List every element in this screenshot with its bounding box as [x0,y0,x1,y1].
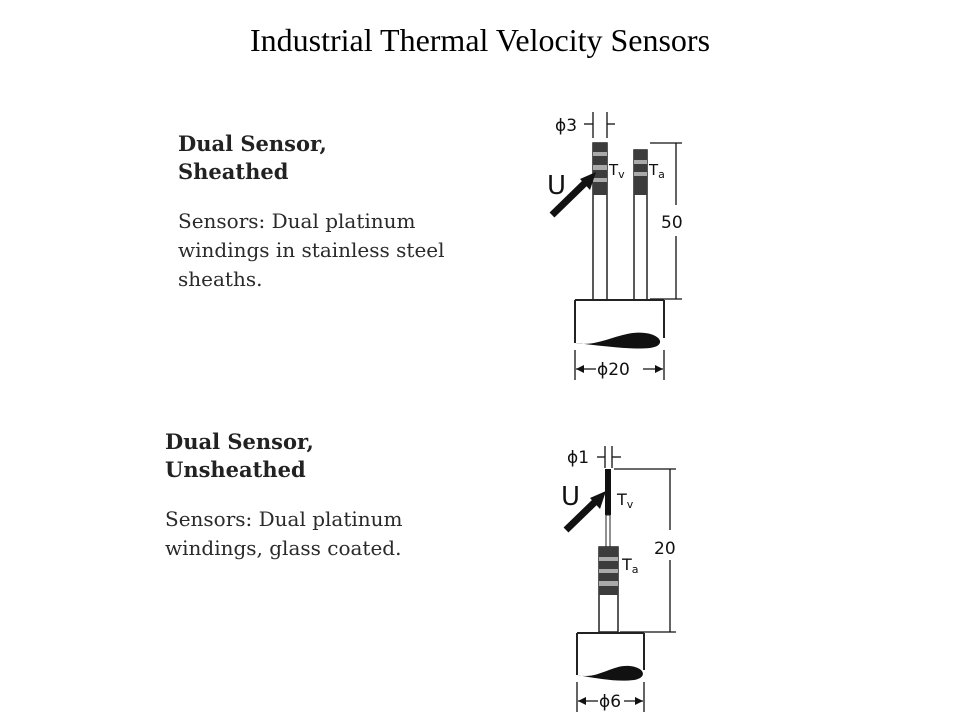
sheathed-desc-line1: Sensors: Dual platinum [178,209,416,233]
sheathed-heading-line1: Dual Sensor, [178,131,327,156]
sheathed-tv-label: Tv [608,161,625,181]
flow-arrow [563,496,601,533]
ambient-probe-sheathed [633,149,648,301]
unsheathed-flow-label: U [561,482,580,512]
unsheathed-heading: Dual Sensor, Unsheathed [165,428,495,484]
sheathed-length-label: 50 [661,213,683,233]
sheathed-base-diameter-label: ϕ20 [597,360,630,380]
unsheathed-ta-label: Ta [621,555,639,576]
unsheathed-sensor-text: Sensors: Dual platinum windings, glass c… [165,505,495,563]
unsheathed-base-diameter-label: ϕ6 [599,692,621,712]
page-title: Industrial Thermal Velocity Sensors [249,22,711,58]
sheathed-diameter-top-label: ϕ3 [555,116,577,136]
unsheathed-heading-line2: Unsheathed [165,457,306,482]
sheathed-ta-label: Ta [648,161,665,181]
sheathed-desc-line2: windings in stainless steel [178,238,445,262]
sheathed-desc-line3: sheaths. [178,267,263,291]
unsheathed-base [576,632,645,681]
unsheathed-length-label: 20 [654,539,676,559]
velocity-probe-sheathed [592,142,608,301]
sheathed-heading: Dual Sensor, Sheathed [178,130,508,186]
sheathed-sensor-description: Dual Sensor, Sheathed Sensors: Dual plat… [178,130,508,294]
unsheathed-desc-line1: Sensors: Dual platinum [165,507,403,531]
unsheathed-diameter-top-label: ϕ1 [567,448,589,468]
sheathed-base [574,299,665,349]
unsheathed-desc-line2: windings, glass coated. [165,536,402,560]
unsheathed-sensor-drawing: ϕ1 Tv Ta U 20 [561,446,676,712]
unsheathed-tv-label: Tv [616,490,634,511]
sheathed-sensor-drawing: ϕ3 Tv Ta U 50 [547,112,683,380]
sheathed-sensor-text: Sensors: Dual platinum windings in stain… [178,207,508,294]
unsheathed-heading-line1: Dual Sensor, [165,429,314,454]
velocity-wire-unsheathed [605,469,611,548]
sheathed-flow-label: U [547,171,566,201]
ambient-sensor-unsheathed [598,546,619,633]
sheathed-heading-line2: Sheathed [178,159,289,184]
unsheathed-sensor-description: Dual Sensor, Unsheathed Sensors: Dual pl… [165,428,495,563]
flow-arrow [549,177,591,218]
